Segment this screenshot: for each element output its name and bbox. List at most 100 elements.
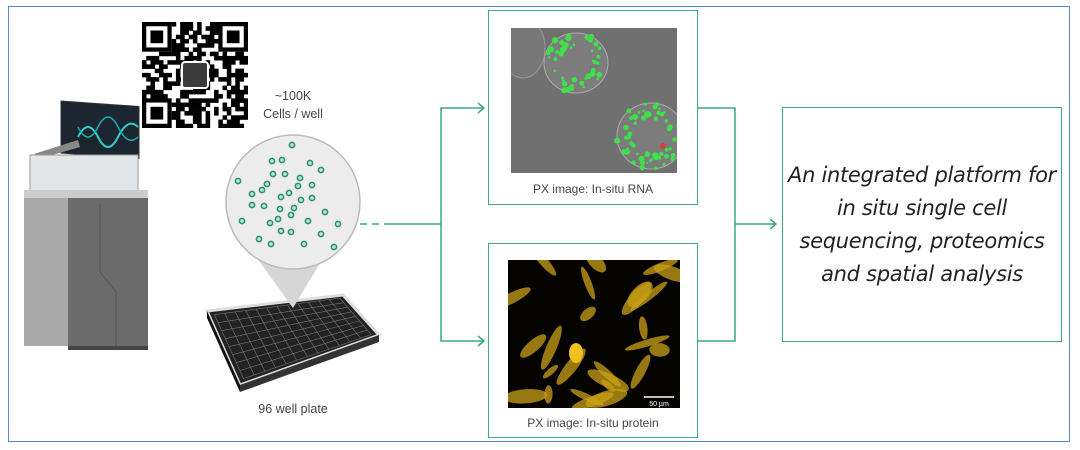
protein-cell bbox=[585, 260, 607, 273]
rna-spot bbox=[590, 49, 594, 53]
rna-spot bbox=[644, 151, 651, 157]
rna-spot bbox=[649, 157, 654, 162]
rna-spot bbox=[664, 147, 669, 152]
rna-spot bbox=[639, 164, 645, 171]
rna-spot bbox=[553, 57, 558, 62]
rna-spot bbox=[641, 115, 647, 121]
cell-dot bbox=[276, 205, 284, 213]
rna-spot bbox=[623, 124, 629, 131]
cell-dot bbox=[269, 170, 277, 178]
rna-spot bbox=[614, 137, 621, 144]
cells-unit-label: Cells / well bbox=[263, 107, 323, 121]
rna-spot bbox=[596, 71, 603, 78]
arrow-head-icon bbox=[477, 335, 486, 347]
qr-code[interactable] bbox=[142, 22, 248, 128]
rna-spot bbox=[646, 161, 649, 164]
summary-line: and spatial analysis bbox=[821, 261, 1023, 286]
rna-spot bbox=[676, 123, 677, 128]
protein-caption: PX image: In-situ protein bbox=[527, 416, 659, 430]
rna-spot bbox=[585, 73, 592, 80]
rna-spot bbox=[588, 37, 594, 43]
cell-dot bbox=[317, 230, 325, 238]
rna-spot bbox=[629, 115, 634, 121]
logo-icon bbox=[181, 61, 209, 89]
summary-line: sequencing, proteomics bbox=[799, 228, 1045, 253]
rna-spot bbox=[659, 111, 665, 117]
cell-dot bbox=[248, 190, 256, 198]
cell-dot bbox=[287, 211, 295, 219]
cell-dot bbox=[297, 196, 305, 204]
rna-spot bbox=[584, 35, 589, 40]
rna-spot bbox=[561, 76, 565, 80]
rna-spot bbox=[655, 102, 659, 107]
cell-dot bbox=[248, 201, 256, 209]
rna-spot bbox=[555, 49, 560, 55]
protein-cell bbox=[508, 287, 531, 310]
cell-dot bbox=[274, 215, 282, 223]
arrow-head-icon bbox=[477, 102, 486, 114]
rna-caption: PX image: In-situ RNA bbox=[532, 182, 654, 196]
cells-count-label: ~100K bbox=[274, 89, 312, 103]
rna-spot bbox=[586, 38, 589, 41]
protein-cell bbox=[570, 388, 604, 406]
rna-spot bbox=[642, 109, 645, 113]
rna-spot bbox=[662, 162, 666, 166]
rna-spot bbox=[633, 121, 637, 126]
rna-spot bbox=[658, 107, 661, 110]
cell-dot bbox=[266, 219, 274, 227]
rna-spot bbox=[668, 147, 672, 151]
cell-dot bbox=[334, 220, 342, 228]
cell-dot bbox=[268, 157, 276, 165]
rna-spot bbox=[631, 160, 636, 165]
cell-dot bbox=[330, 243, 338, 251]
rna-spot bbox=[582, 85, 585, 89]
diagram-frame bbox=[8, 6, 1070, 442]
cell-dot bbox=[238, 217, 246, 225]
rna-spot bbox=[596, 77, 600, 81]
rna-spot bbox=[569, 46, 573, 49]
rna-spot bbox=[664, 119, 669, 123]
rna-spot bbox=[596, 61, 600, 65]
well-circle bbox=[225, 134, 361, 270]
rna-spot bbox=[627, 131, 633, 137]
rna-spot bbox=[579, 80, 585, 86]
rna-spot bbox=[621, 149, 627, 155]
cell-dot bbox=[290, 204, 298, 212]
scale-bar-label: 50 µm bbox=[649, 401, 669, 408]
cell-dot bbox=[294, 182, 302, 190]
rna-spot bbox=[589, 71, 596, 77]
cell-dot bbox=[321, 208, 329, 216]
rna-spot bbox=[546, 50, 551, 56]
cell-dot bbox=[308, 181, 316, 189]
protein-cell bbox=[580, 266, 596, 300]
rna-image-panel: PX image: In-situ RNA bbox=[488, 10, 698, 205]
cell-dot bbox=[263, 180, 271, 188]
cell-dot bbox=[281, 170, 289, 178]
well-plate bbox=[204, 293, 382, 392]
rna-spot bbox=[660, 143, 666, 149]
cell-dot bbox=[285, 189, 293, 197]
rna-spot bbox=[551, 37, 559, 44]
cell-dot bbox=[277, 193, 285, 201]
rna-spot bbox=[572, 43, 576, 47]
cell-dot bbox=[255, 235, 263, 243]
summary-line: An integrated platform for bbox=[788, 162, 1056, 187]
cell-dot bbox=[287, 228, 295, 236]
rna-spot bbox=[664, 153, 669, 159]
rna-spot bbox=[597, 46, 602, 51]
cell-dot bbox=[317, 166, 325, 174]
cell-dot bbox=[296, 174, 304, 182]
rna-spot bbox=[672, 137, 677, 142]
cell-dot bbox=[300, 240, 308, 248]
rna-spot bbox=[656, 110, 661, 116]
rna-spot bbox=[596, 54, 601, 59]
protein-cell bbox=[624, 335, 670, 351]
instrument-image bbox=[24, 100, 148, 350]
protein-cell bbox=[580, 306, 596, 322]
cell-dot bbox=[258, 186, 266, 194]
rna-spot bbox=[670, 152, 676, 158]
rna-spot bbox=[632, 113, 639, 120]
protein-cell bbox=[621, 282, 652, 316]
protein-cell bbox=[530, 260, 557, 276]
rna-spot bbox=[653, 166, 658, 171]
